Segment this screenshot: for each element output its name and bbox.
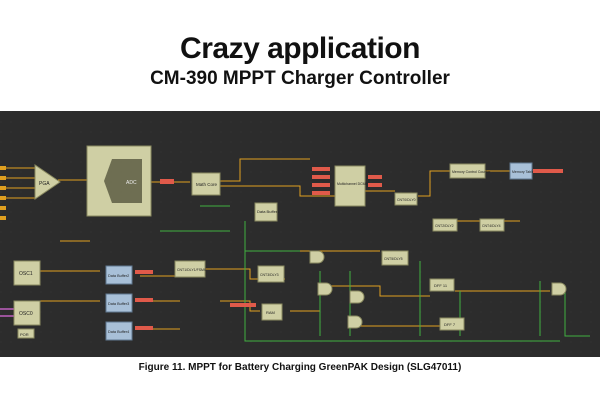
por-label: POR [20,332,29,337]
signal-tags [135,167,563,330]
cnt-main-block[interactable]: CNT0/DLY0 [394,192,418,206]
schematic-canvas: PGA ADC Math Core Data Buffer1 Multichan… [0,111,600,357]
power-wires [0,308,15,317]
figure-caption: Figure 11. MPPT for Battery Charging Gre… [138,362,462,373]
data-buffer-a-label: Data Buffer2 [108,274,129,278]
data-buffer-a-block[interactable]: Data Buffer2 [105,265,133,285]
cnt-scan2-label: CNT4/DLY4 [482,224,501,228]
data-buffer-c-block[interactable]: Data Buffer4 [105,321,133,341]
cnt-operating-block[interactable]: CNT3/DLY3 [257,265,285,283]
osc0-block[interactable]: OSC0 [13,300,41,326]
page-title: Crazy application [180,32,420,65]
adc-label: ADC [126,180,137,186]
por-block[interactable]: POR [17,328,35,339]
cnt-scan-label: CNT2/DLY2 [435,224,454,228]
multichannel-dcmp-block[interactable]: Multichannel DCMP [334,165,369,207]
dff-1-label: DFF 11 [434,283,448,288]
math-core-label: Math Core [196,182,218,187]
schematic-diagram: PGA ADC Math Core Data Buffer1 Multichan… [0,111,600,357]
osc0-label: OSC0 [19,311,33,317]
ram-block[interactable]: RAM [261,303,283,321]
cnt-fsm-label: CNT1/DLY1/FSM0 [177,268,206,272]
memory-table-block[interactable]: Memory Table [509,162,534,180]
pga-block[interactable]: PGA [34,164,61,200]
memory-counter-label: Memory Control Counter [452,170,491,174]
memory-table-label: Memory Table [512,170,534,174]
logic-gates [309,250,567,329]
left-input-pins [0,166,6,220]
dff-1-block[interactable]: DFF 11 [429,278,455,292]
data-buffer-main-label: Data Buffer1 [257,209,280,214]
dff-2-block[interactable]: DFF 7 [439,317,465,331]
pga-label: PGA [39,181,50,187]
adc-block[interactable]: ADC [86,145,152,217]
cnt-scan2-block[interactable]: CNT4/DLY4 [479,218,505,232]
osc1-label: OSC1 [19,271,33,277]
cnt-operating-label: CNT3/DLY3 [260,273,279,277]
data-buffer-b-block[interactable]: Data Buffer3 [105,293,133,313]
ram-label: RAM [266,310,275,315]
data-buffer-main-block[interactable]: Data Buffer1 [254,202,280,222]
cnt-fsm-block[interactable]: CNT1/DLY1/FSM0 [174,260,206,278]
data-buffer-b-label: Data Buffer3 [108,302,129,306]
osc1-block[interactable]: OSC1 [13,260,41,286]
cnt-scan-block[interactable]: CNT2/DLY2 [432,218,458,232]
cnt-mppt-block[interactable]: CNT5/DLY5 [381,250,409,266]
cnt-main-label: CNT0/DLY0 [397,198,416,202]
data-buffer-c-label: Data Buffer4 [108,330,129,334]
page-subtitle: CM-390 MPPT Charger Controller [150,68,450,89]
cnt-mppt-label: CNT5/DLY5 [384,257,403,261]
dff-2-label: DFF 7 [444,322,456,327]
multichannel-dcmp-label: Multichannel DCMP [337,182,369,186]
memory-counter-block[interactable]: Memory Control Counter [449,163,491,179]
math-core-block[interactable]: Math Core [191,172,221,196]
